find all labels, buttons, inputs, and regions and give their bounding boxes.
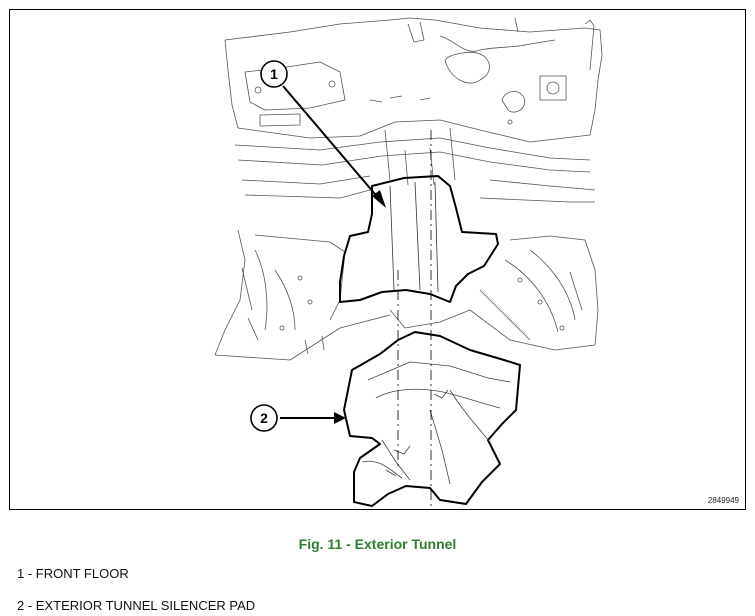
- silencer-pad-detail: [361, 361, 511, 485]
- callout-1-label: 1: [270, 66, 278, 82]
- callout-2: 2: [250, 404, 278, 432]
- figure-caption: Fig. 11 - Exterior Tunnel: [298, 536, 457, 552]
- left-floor-section: [214, 229, 391, 361]
- legend-item-front-floor: 1 - FRONT FLOOR: [17, 566, 129, 581]
- callout-2-label: 2: [260, 410, 268, 426]
- right-floor-section: [469, 235, 599, 351]
- callout-1-leader: [282, 85, 386, 208]
- figure-id: 2849949: [707, 496, 739, 505]
- legend-item-silencer-pad: 2 - EXTERIOR TUNNEL SILENCER PAD: [17, 598, 256, 613]
- callout-1: 1: [260, 60, 288, 88]
- silencer-pad-outline: [343, 331, 521, 507]
- front-floor-outline: [339, 175, 499, 303]
- callout-2-leader: [280, 412, 346, 424]
- cross-member: [234, 137, 596, 203]
- firewall-panel: [224, 17, 603, 143]
- figure-frame: 1 2 2849949: [9, 9, 746, 510]
- vehicle-floor-diagram: 1 2: [214, 17, 603, 510]
